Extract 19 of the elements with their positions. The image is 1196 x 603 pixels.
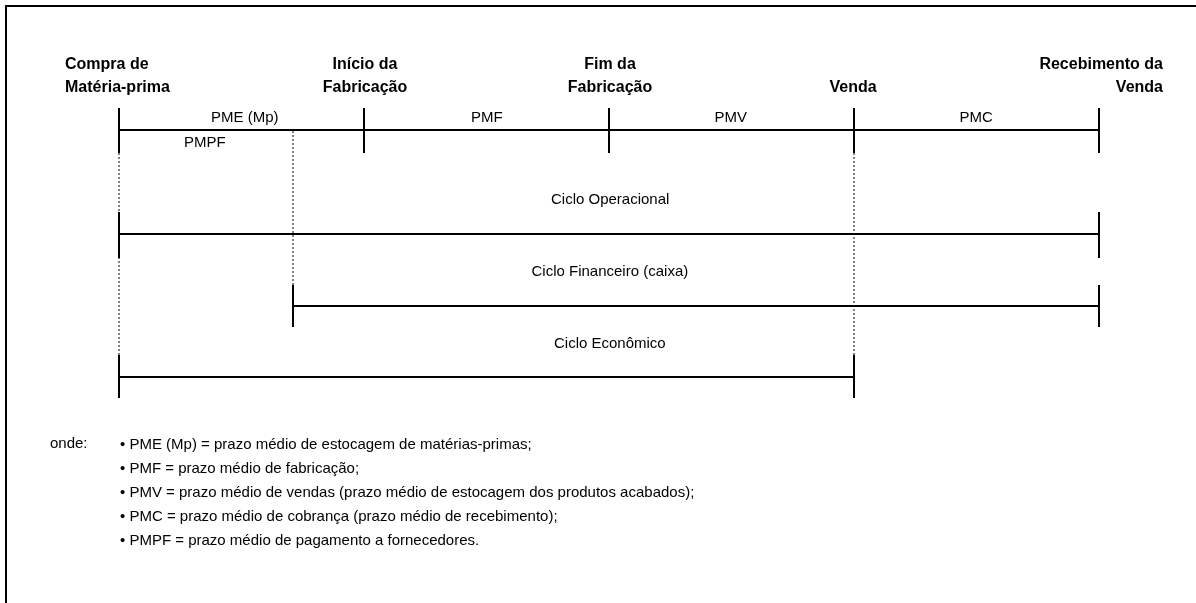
event-label: Recebimento da Venda (1038, 54, 1163, 97)
cycle-label: Ciclo Financeiro (caixa) (531, 262, 689, 279)
period-label: PMF (471, 108, 503, 125)
event-label: Venda (829, 77, 877, 97)
legend-note: • PME (Mp) = prazo médio de estocagem de matérias-primas; (120, 434, 532, 454)
period-label: PME (Mp) (211, 108, 279, 125)
period-label: PMC (959, 108, 993, 125)
legend-note: • PMF = prazo médio de fabricação; (120, 458, 360, 478)
event-label: Fim da Fabricação (566, 54, 654, 97)
cycle-label: Ciclo Operacional (551, 190, 670, 207)
note-lead: onde: (50, 434, 88, 452)
legend-note: • PMPF = prazo médio de pagamento a fornecedores. (120, 530, 480, 550)
period-label: PMV (714, 108, 747, 125)
event-label: Compra de Matéria-prima (65, 54, 171, 97)
legend-note: • PMC = prazo médio de cobrança (prazo médio de recebimento); (120, 506, 558, 526)
event-label: Início da Fabricação (321, 54, 409, 97)
period-label: PMPF (184, 133, 226, 150)
cycle-label: Ciclo Econômico (554, 334, 666, 351)
legend-note: • PMV = prazo médio de vendas (prazo médio de estocagem dos produtos acabados); (120, 482, 695, 502)
